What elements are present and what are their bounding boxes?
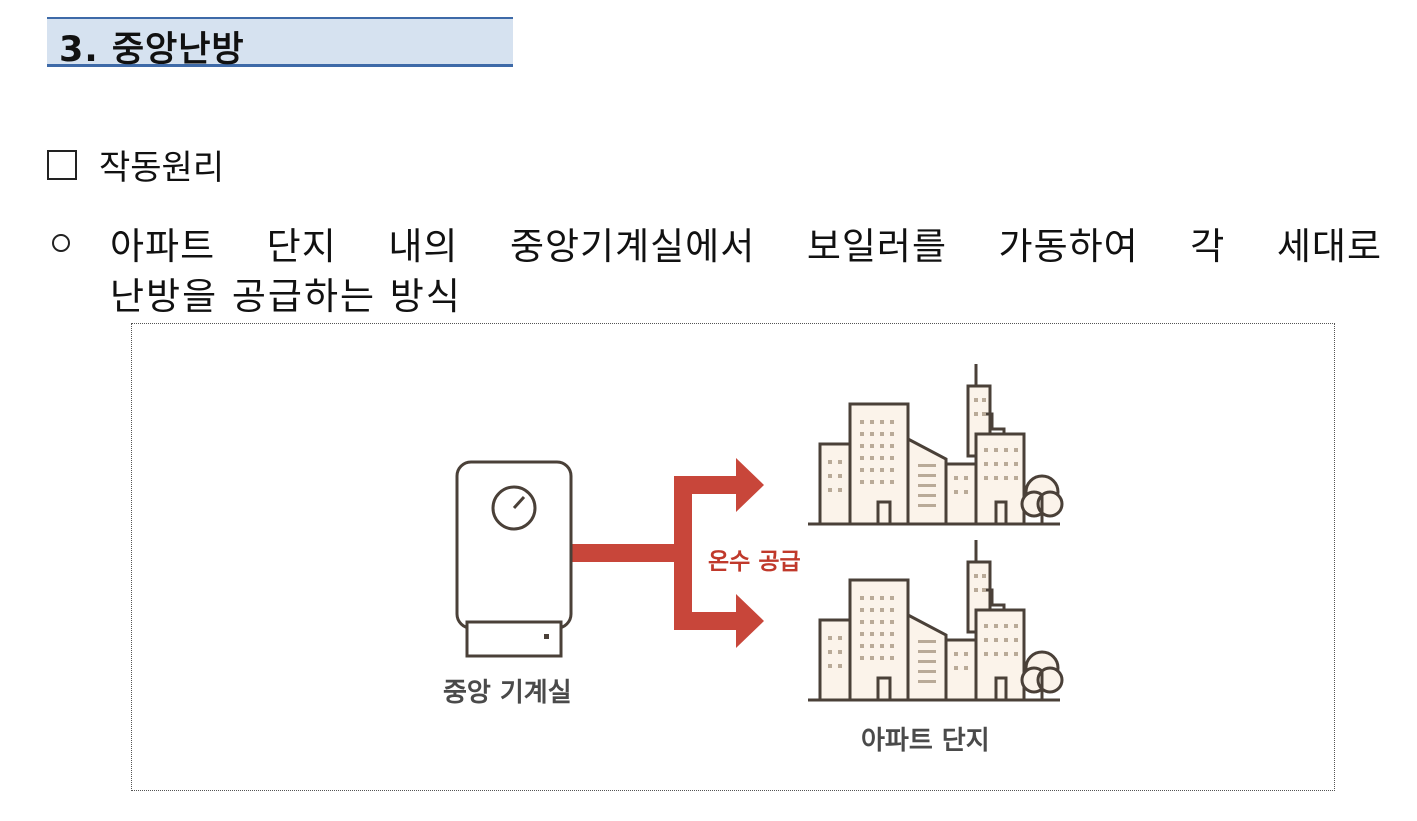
section-title-bar: 3. 중앙난방 [47, 17, 513, 70]
apartment-complex-top-icon [806, 362, 1064, 526]
bullet-line-1: 아파트 단지 내의 중앙기계실에서 보일러를 가동하여 각 세대로 [110, 225, 1382, 268]
bullet-line-2: 난방을 공급하는 방식 [110, 275, 462, 318]
diagram-illustration [455, 362, 1064, 702]
supply-label: 온수 공급 [708, 549, 801, 575]
subheading: 작동원리 [47, 140, 224, 189]
apartment-complex-bottom-icon [806, 538, 1064, 702]
boiler-icon [455, 460, 573, 658]
section-title: 3. 중앙난방 [59, 30, 245, 70]
central-heating-diagram: 중앙 기계실 온수 공급 아파트 단지 [131, 323, 1335, 791]
subheading-text: 작동원리 [99, 148, 225, 188]
square-bullet-icon [47, 149, 77, 180]
hot-water-pipe [569, 458, 764, 648]
circle-bullet-icon [52, 234, 70, 252]
apartment-complex-label: 아파트 단지 [861, 726, 990, 756]
machine-room-label: 중앙 기계실 [443, 678, 572, 708]
